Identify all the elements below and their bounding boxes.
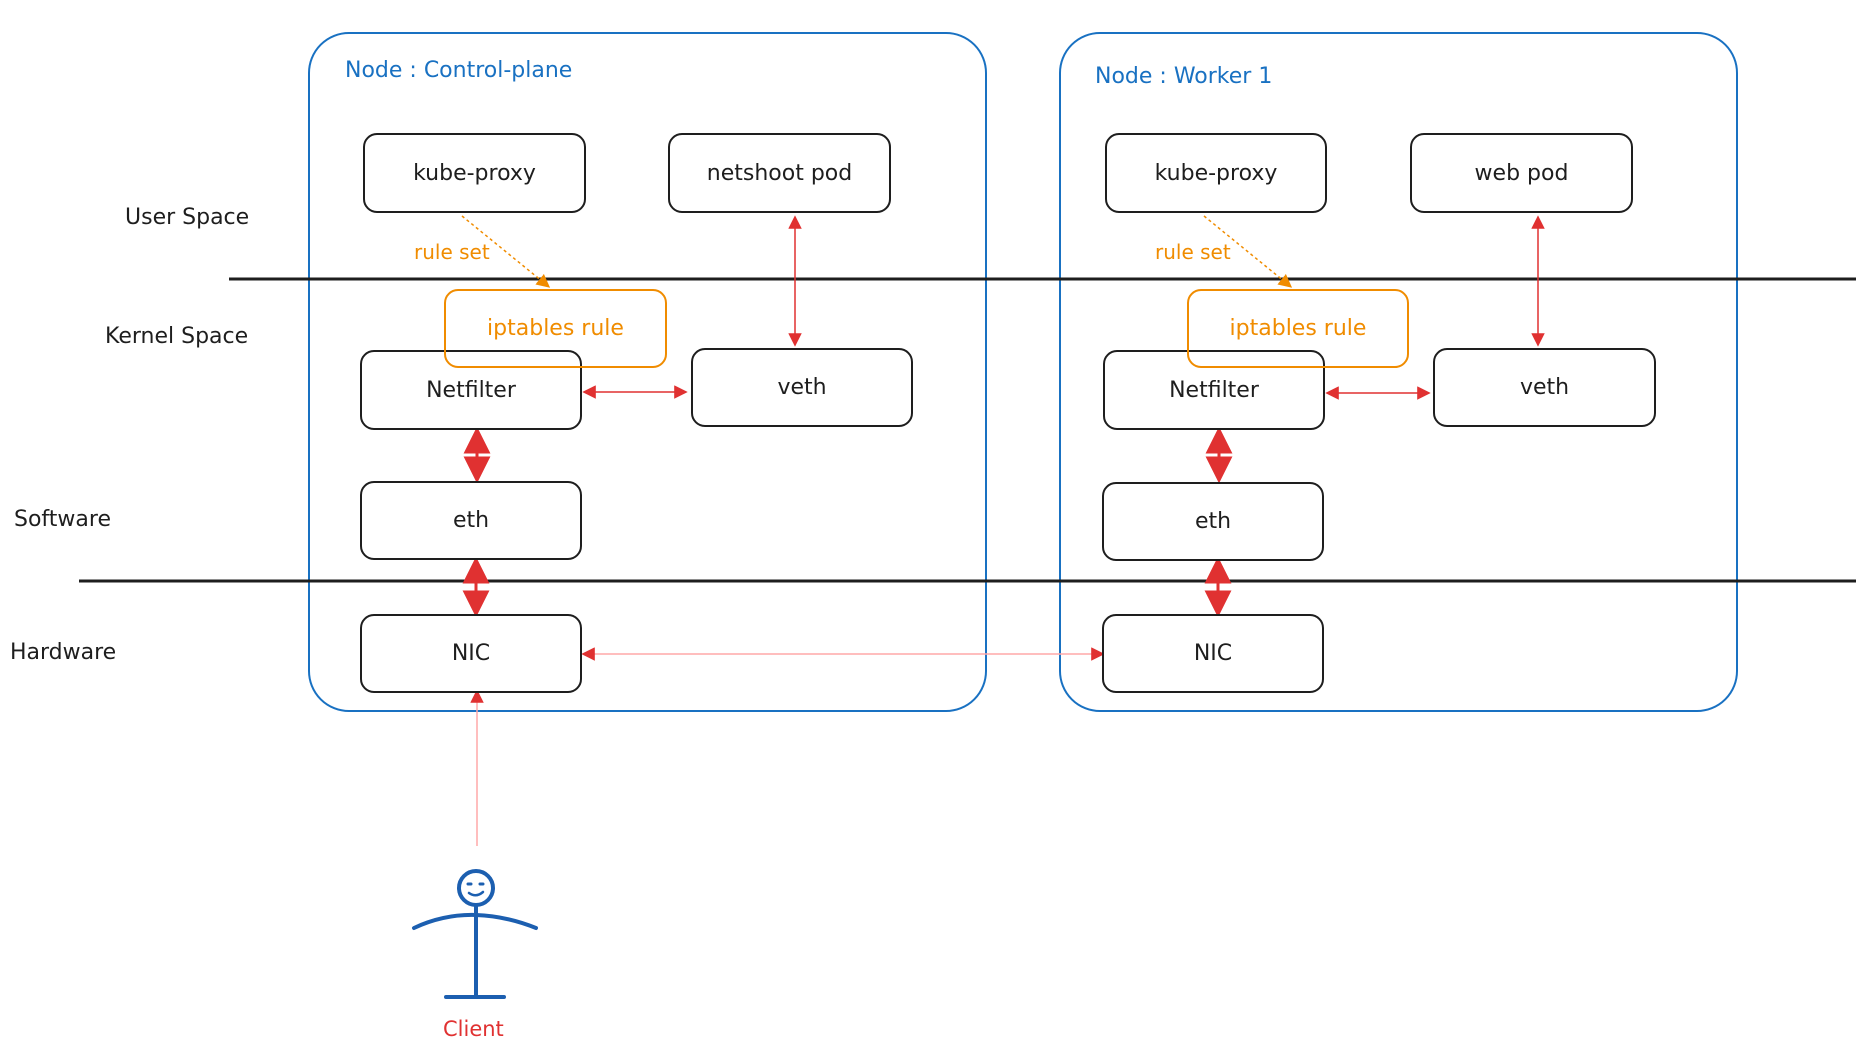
layer-label-kernel-space: Kernel Space	[105, 324, 249, 349]
w1-iptables-rule-box: iptables rule	[1187, 289, 1409, 368]
cp-rule-set-label: rule set	[414, 240, 490, 264]
node-title-control-plane: Node : Control-plane	[345, 58, 573, 83]
w1-kube-proxy-box: kube-proxy	[1105, 133, 1327, 213]
layer-label-hardware: Hardware	[10, 640, 117, 665]
client-figure-icon	[412, 869, 538, 999]
w1-nic-box: NIC	[1102, 614, 1324, 693]
layer-label-user-space: User Space	[125, 205, 250, 230]
cp-netfilter-box: Netfilter	[360, 350, 582, 430]
w1-veth-box: veth	[1433, 348, 1656, 427]
cp-veth-box: veth	[691, 348, 913, 427]
node-title-worker1: Node : Worker 1	[1095, 64, 1273, 89]
cp-nic-box: NIC	[360, 614, 582, 693]
client-label: Client	[443, 1017, 504, 1041]
w1-ruleset-arrow	[1203, 215, 1293, 288]
w1-rule-set-label: rule set	[1155, 240, 1231, 264]
w1-web-pod-box: web pod	[1410, 133, 1633, 213]
cp-kube-proxy-box: kube-proxy	[363, 133, 586, 213]
w1-netfilter-box: Netfilter	[1103, 350, 1325, 430]
cp-netshoot-pod-box: netshoot pod	[668, 133, 891, 213]
cp-eth-box: eth	[360, 481, 582, 560]
layer-label-software: Software	[14, 507, 111, 532]
cp-iptables-rule-box: iptables rule	[444, 289, 667, 368]
w1-eth-box: eth	[1102, 482, 1324, 561]
cp-ruleset-arrow	[461, 215, 551, 288]
node-control-plane-container	[308, 32, 987, 712]
node-worker1-container	[1059, 32, 1738, 712]
